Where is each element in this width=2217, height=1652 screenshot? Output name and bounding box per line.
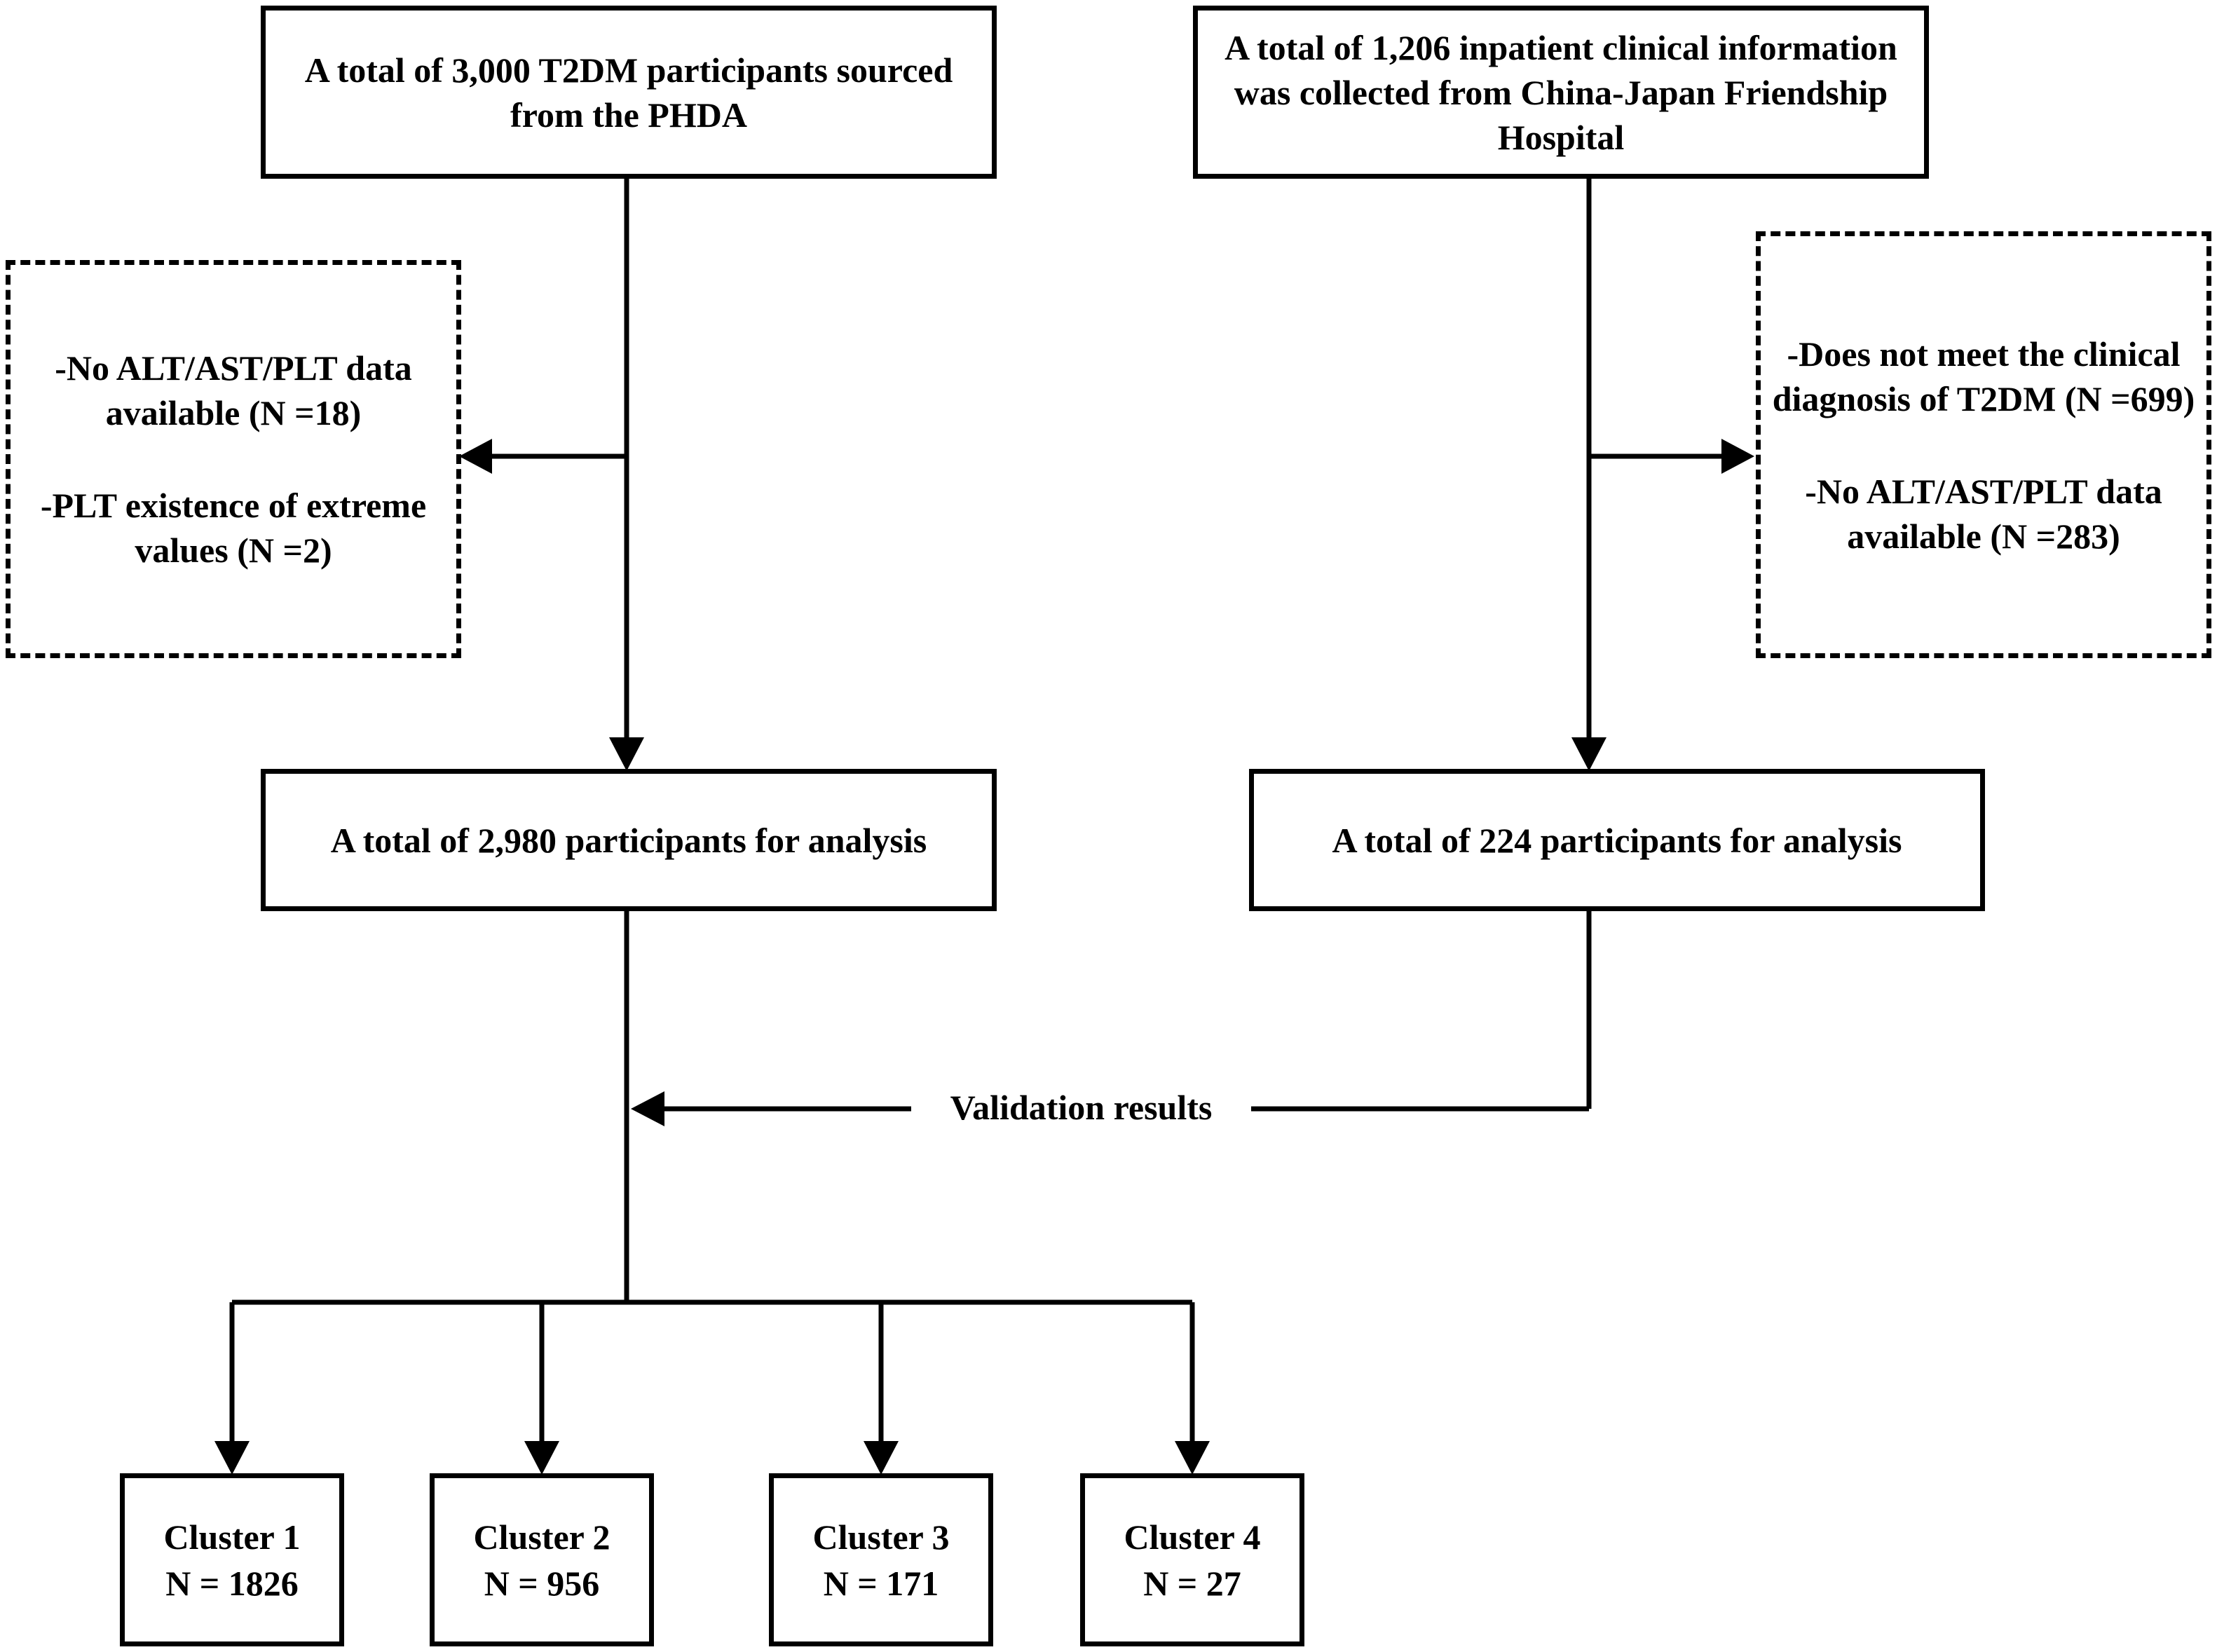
- right-source-line-3: Hospital: [1497, 117, 1625, 157]
- cluster-1-name: Cluster 1: [163, 1517, 301, 1557]
- left-exclusion-box: -No ALT/AST/PLT data available (N =18) -…: [6, 260, 461, 658]
- right-analysis-text: A total of 224 participants for analysis: [1332, 820, 1902, 860]
- left-source-line-2: from the PHDA: [510, 95, 747, 135]
- left-source-line-1: A total of 3,000 T2DM participants sourc…: [304, 50, 953, 90]
- left-source-box: A total of 3,000 T2DM participants sourc…: [261, 6, 997, 179]
- right-exclusion-item-1: -Does not meet the clinical diagnosis of…: [1773, 332, 2195, 421]
- validation-arrowhead: [631, 1091, 664, 1126]
- cluster-3-count: N = 171: [823, 1563, 939, 1603]
- cluster-2-count: N = 956: [484, 1563, 600, 1603]
- right-exclusion-1-line-2: diagnosis of T2DM (N =699): [1772, 378, 2195, 418]
- cluster-4-name: Cluster 4: [1124, 1517, 1261, 1557]
- right-source-line-2: was collected from China-Japan Friendshi…: [1234, 72, 1888, 112]
- cluster-3-arrowhead: [864, 1441, 899, 1475]
- cluster-1-count: N = 1826: [165, 1563, 299, 1603]
- left-exclusion-arrowhead: [459, 439, 492, 474]
- left-exclusion-item-2: -PLT existence of extreme values (N =2): [41, 483, 426, 573]
- left-exclusion-1-line-1: -No ALT/AST/PLT data: [55, 348, 412, 388]
- left-exclusion-1-line-2: available (N =18): [105, 393, 362, 432]
- right-exclusion-1-line-1: -Does not meet the clinical: [1787, 334, 2181, 374]
- cluster-2-name: Cluster 2: [473, 1517, 610, 1557]
- right-analysis-box: A total of 224 participants for analysis: [1249, 769, 1985, 911]
- cluster-3-box: Cluster 3 N = 171: [769, 1473, 993, 1646]
- cluster-2-arrowhead: [524, 1441, 559, 1475]
- right-exclusion-2-line-2: available (N =283): [1847, 516, 2120, 556]
- right-exclusion-item-2: -No ALT/AST/PLT data available (N =283): [1805, 469, 2162, 559]
- right-exclusion-box: -Does not meet the clinical diagnosis of…: [1756, 231, 2211, 658]
- left-exclusion-item-1: -No ALT/AST/PLT data available (N =18): [55, 346, 411, 435]
- cluster-3-name: Cluster 3: [812, 1517, 950, 1557]
- left-analysis-box: A total of 2,980 participants for analys…: [261, 769, 997, 911]
- cluster-2-box: Cluster 2 N = 956: [430, 1473, 654, 1646]
- left-analysis-text: A total of 2,980 participants for analys…: [330, 820, 927, 860]
- left-exclusion-2-line-1: -PLT existence of extreme: [40, 486, 427, 525]
- validation-results-label: Validation results: [911, 1087, 1251, 1128]
- cluster-1-arrowhead: [214, 1441, 250, 1475]
- cluster-4-box: Cluster 4 N = 27: [1080, 1473, 1304, 1646]
- cluster-4-count: N = 27: [1143, 1563, 1241, 1603]
- right-source-box: A total of 1,206 inpatient clinical info…: [1193, 6, 1929, 179]
- right-main-arrowhead: [1571, 737, 1607, 771]
- validation-results-text: Validation results: [950, 1088, 1213, 1127]
- left-main-arrowhead: [609, 737, 644, 771]
- right-source-line-1: A total of 1,206 inpatient clinical info…: [1225, 27, 1897, 67]
- right-exclusion-2-line-1: -No ALT/AST/PLT data: [1805, 471, 2162, 511]
- cluster-1-box: Cluster 1 N = 1826: [120, 1473, 344, 1646]
- cluster-4-arrowhead: [1175, 1441, 1210, 1475]
- left-exclusion-2-line-2: values (N =2): [135, 531, 332, 570]
- right-exclusion-arrowhead: [1721, 439, 1754, 474]
